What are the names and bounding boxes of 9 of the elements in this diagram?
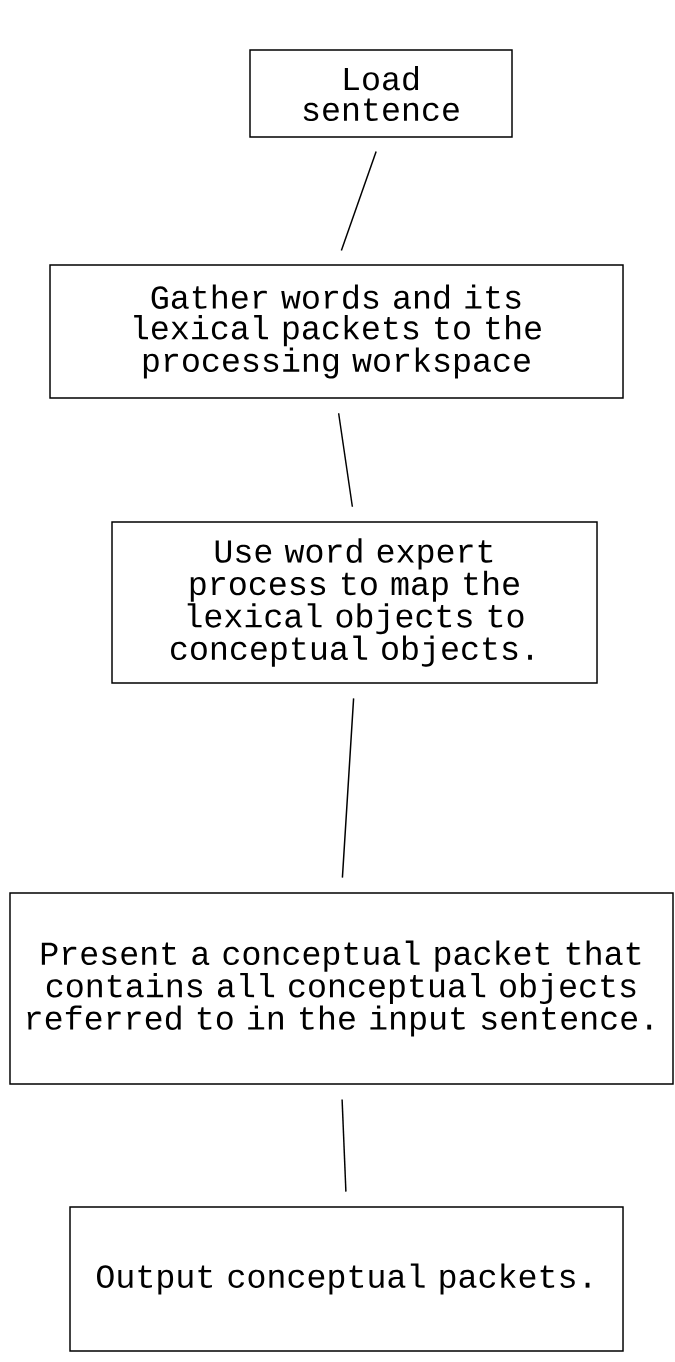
- connector-line: [341, 697, 355, 879]
- connector-line: [341, 1098, 347, 1193]
- process-box: Use word expert process to map the lexical objects to conceptual objects.: [111, 521, 598, 684]
- connector-line: [337, 412, 354, 508]
- connector-line: [340, 150, 377, 252]
- process-box: Load sentence: [249, 49, 513, 138]
- process-box: Output conceptual packets.: [69, 1206, 624, 1352]
- process-box: Present a conceptual packet that contains all conceptual objects referred to in the input sentence.: [9, 892, 674, 1085]
- process-box: Gather words and its lexical packets to the processing workspace: [49, 264, 624, 399]
